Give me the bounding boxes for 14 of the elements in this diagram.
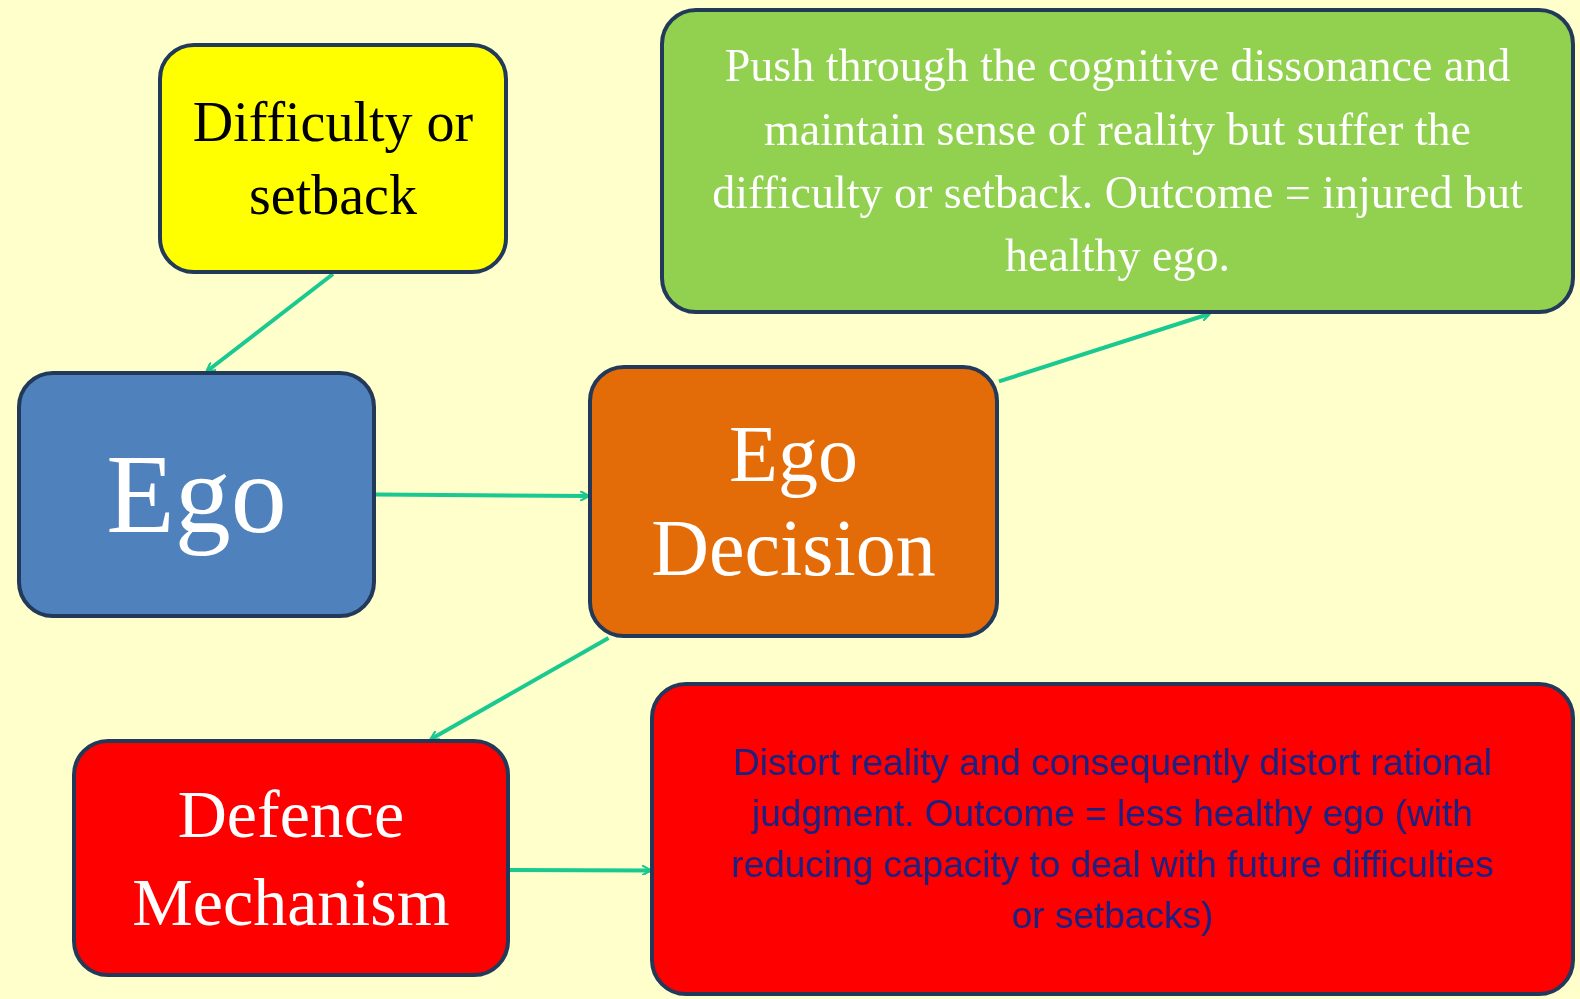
process-box bbox=[17, 371, 376, 618]
outcome-box bbox=[650, 682, 1575, 996]
process-box bbox=[158, 43, 508, 274]
arrow bbox=[429, 636, 610, 741]
arrow bbox=[205, 272, 335, 373]
node-text: Difficulty or setback bbox=[191, 89, 475, 228]
node-text: Ego bbox=[106, 432, 287, 557]
node-text: Push through the cognitive dissonance and maintain sense of reality but suffer the difficulty or setback. Outcome = injured but healthy ego. bbox=[711, 39, 1524, 284]
decision-box bbox=[588, 365, 999, 638]
node-text: Distort reality and consequently distort rational judgment. Outcome = less healthy ego (with reducing capacity to deal with future difficulties or setbacks) bbox=[730, 740, 1495, 939]
node-text: Ego Decision bbox=[650, 408, 937, 594]
process-box bbox=[72, 739, 510, 977]
outcome-box bbox=[660, 8, 1575, 314]
node-text: Defence Mechanism bbox=[131, 774, 451, 942]
